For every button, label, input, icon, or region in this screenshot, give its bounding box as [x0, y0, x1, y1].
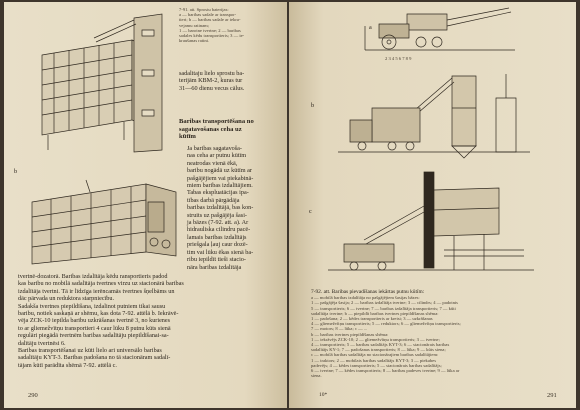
text-line: pašgājējiem vai piekabinā- — [187, 174, 254, 182]
caption-line: 4 — gliemežvītņu transportieris; 5 — red… — [311, 321, 461, 327]
figure-7-92-c — [324, 170, 539, 282]
caption-title: 7-92. att. Baribas pievadīšanas iekārtas… — [311, 289, 425, 295]
text-line: tības darbā pārgādāja — [187, 196, 240, 204]
page-number-left: 290 — [28, 392, 38, 399]
caption-line: siena. — [311, 373, 322, 379]
text-line: struits uz pašgājēja šasi- — [187, 211, 247, 219]
text-line: tājam kūtī parādīta shēmā 7-92. attēlā c… — [18, 361, 117, 369]
column-text: Ja baribas sagatavoša- nas ceha ar putnu… — [187, 145, 285, 271]
figure-7-91-b — [26, 172, 186, 267]
caption-line: vejamu ratinam; — [179, 22, 209, 28]
figure-7-91-a — [34, 10, 174, 160]
caption-line: tieri; b — baribas sadale ar iekra- — [179, 17, 241, 23]
caption-line: 7-91. att. Sprostu baterijas: — [179, 7, 229, 12]
page-number-right: 291 — [547, 392, 557, 399]
caption-line: 1 — traktors; 2 — mobilais baribas sadal… — [311, 357, 436, 363]
text-line: lamais baribas izdalītājs — [187, 233, 247, 241]
text-line: sadalītāju KYT-3. Baribas padošana no tā… — [18, 354, 171, 362]
caption-line: padevējs; 4 — kēdes transportieris; 5 — … — [311, 362, 442, 368]
scale-numbers: 2 3 4 5 6 7 8 9 — [385, 56, 412, 61]
figure-7-92-a — [359, 6, 519, 68]
caption-line: a — baribas sadale ar transpor- — [179, 12, 237, 18]
figure-7-92-caption: 7-92. att. Baribas pievadīšanas iekārtas… — [311, 289, 573, 379]
caption-line: 5 — transportieris; 6 — tvertne; 7 — bar… — [311, 305, 456, 311]
caption-line: kraušanas ratini. — [179, 38, 210, 44]
section-heading: Baribas transportēšana no sagatavošanas … — [179, 118, 254, 141]
caption-line: c — mobilā baribas sadalītāja no stacion… — [311, 352, 439, 358]
text-line: dalītāju tvertnēsi 6. — [18, 339, 66, 347]
figure-label-c: c — [309, 208, 312, 215]
caption-line: 1 — iekrāvējs ZCK-10; 2 — gliemežvītņu t… — [311, 336, 440, 342]
right-page: 2 3 4 5 6 7 8 9 a b — [289, 2, 576, 408]
caption-line: sadalītājs KY-1; 7 — padošanas transport… — [311, 347, 446, 353]
text-line: kas baribu no mobilā sadalītāja tvertnes… — [18, 280, 184, 288]
caption-line: 1 — pašgājēja šasija; 2 — baribas izdalī… — [311, 300, 458, 306]
body-text: tvertnē-dozatorā. Baribas izdalītāja kēd… — [18, 273, 283, 369]
text-line: ribu iepildīt tieši stacio- — [187, 256, 246, 264]
figure-label-a: a — [369, 24, 372, 31]
figure-7-92-b — [334, 68, 534, 168]
left-page: b 7-91. att. Sprostu baterijas: a — bari… — [4, 2, 287, 408]
text-line: baribas izdalītājā, bas kon- — [187, 204, 254, 212]
caption-line: sadales kēdu transportieris; 3 — ie- — [179, 33, 245, 39]
figure-label-b: b — [311, 102, 315, 109]
text-line: Tabas ekspluatācijas ipa- — [187, 189, 249, 197]
text-line: nas ceha ar putnu kūtīm — [187, 152, 247, 160]
text-line: tvertnē-dozatorā. Baribas izdalītāja kēd… — [18, 273, 168, 280]
signature-mark: 10* — [319, 392, 328, 398]
caption-line: 1 — barotne tvertne; 2 — baribas — [179, 27, 241, 33]
text-line: priešgala ļauj caur dozē- — [187, 241, 248, 249]
text-line: neatrodas vienā ēkā, — [187, 159, 238, 167]
caption-line: a — mobilā baribas izdalītāja no pašgājē… — [311, 295, 420, 301]
text-line: hidrauliska cilindru pacē- — [187, 226, 251, 234]
text-line: Sadakša tvertnes piepildīšana, izdalinot… — [18, 302, 166, 310]
text-line: dāc pārvada un reduktora starpniecību. — [18, 295, 115, 303]
text-line: regulāri piegādā tvertnēm baribas sadalī… — [18, 332, 169, 340]
text-line: vēja ZCK-10 iepilda baribu uzkrāšanas tv… — [18, 317, 171, 325]
text-line: sadalitaju lielo sprostu ba- — [179, 70, 245, 77]
figure-label-b: b — [14, 168, 18, 175]
caption-line: 6 — tvertne; 7 — kēdes transportieris; 8… — [311, 368, 460, 374]
heading-line: kūtīm — [179, 133, 196, 141]
heading-line: sagatavošanas ceha uz — [179, 125, 242, 133]
text-line: miem baribas izdalītājiem. — [187, 182, 253, 190]
caption-line: 7 — motors; 8 — lūka; c — ... — [311, 326, 368, 332]
caption-line: 4 — transportieris; 5 — baribas sadalītā… — [311, 342, 450, 348]
heading-line: Baribas transportēšana no — [179, 118, 254, 125]
text-line: 31—60 dienu vecus cālus. — [179, 84, 245, 92]
figure-7-91-caption: 7-91. att. Sprostu baterijas: a — bariba… — [179, 7, 283, 43]
caption-line: b — baribas tvertnes piepildīšanas shēma… — [311, 331, 389, 337]
text-line: Ja baribas sagatavoša- — [187, 145, 242, 152]
text-line: nāra baribas izdalītāja — [187, 263, 242, 271]
text-line: terijām KBM-2, kuras tur — [179, 77, 243, 85]
text-line: ja bāzes (7-92. att. a). Ar — [187, 219, 249, 227]
side-text: sadalitaju lielo sprostu ba- terijām KBM… — [179, 70, 244, 92]
caption-line: sadalītāja tvertne; b — piepildīt bariba… — [311, 310, 439, 316]
text-line: Baribas transportēšanai uz kūti lielo ar… — [18, 347, 162, 355]
text-line: tim vai lūku ēkas sienā ba- — [187, 248, 254, 256]
text-line: baribu, notiek saskaņā ar shēmu, kas dot… — [18, 310, 179, 318]
text-line: baribu nogādā uz kūtīm ar — [187, 167, 252, 175]
text-line: izdalītāja tvertni. Tā ir līdzīga ierēnc… — [18, 287, 175, 295]
text-line: to ar gliemežvītņu transportieri 4 caur … — [18, 324, 171, 332]
caption-line: 1 — padošana; 2 — kēdes transportieris a… — [311, 316, 433, 322]
